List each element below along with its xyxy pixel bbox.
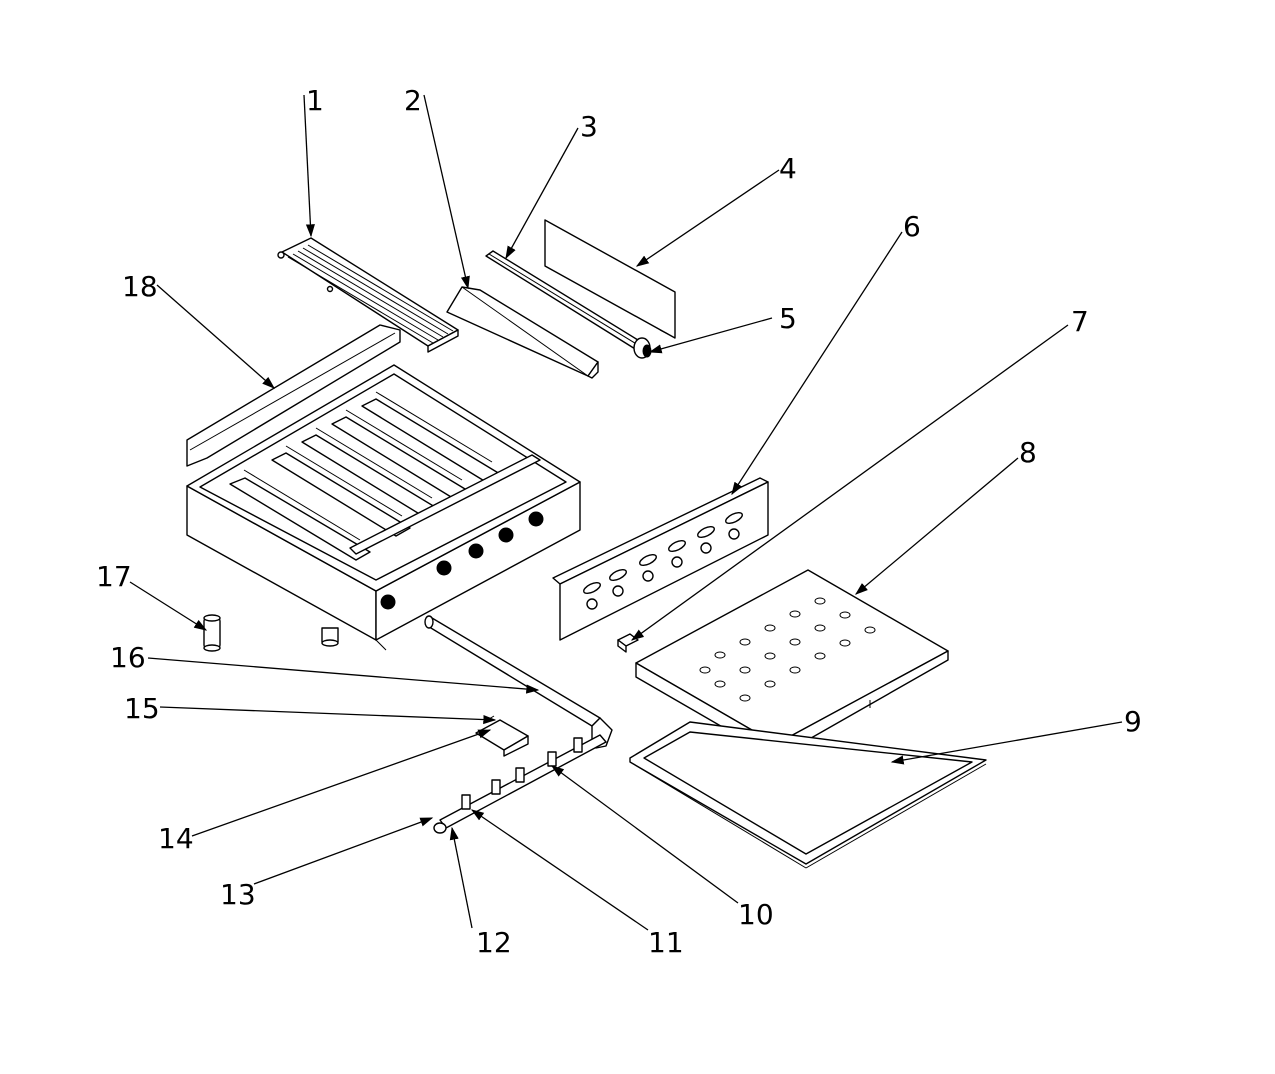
leader-8 — [855, 457, 1019, 595]
charbroiler-body — [186, 364, 581, 651]
callout-6: 6 — [903, 210, 921, 243]
callout-16: 16 — [110, 641, 146, 674]
leader-9 — [890, 721, 1123, 765]
part-16-gas-pipe — [424, 615, 613, 749]
part-6-control-panel — [552, 477, 769, 641]
leader-6 — [731, 231, 903, 496]
callout-10: 10 — [738, 898, 774, 931]
callout-11: 11 — [648, 926, 684, 959]
callout-9: 9 — [1124, 705, 1142, 738]
leader-15 — [159, 706, 497, 725]
part-18-side-panel — [186, 324, 401, 467]
leader-4 — [635, 169, 780, 267]
leader-11 — [470, 809, 649, 931]
leader-5 — [648, 317, 773, 354]
leader-16 — [147, 657, 540, 694]
part-14-bracket — [475, 715, 529, 757]
callout-7: 7 — [1071, 305, 1089, 338]
leader-13 — [253, 817, 434, 885]
callout-15: 15 — [124, 692, 160, 725]
leader-3 — [505, 127, 579, 260]
callout-2: 2 — [404, 84, 422, 117]
callout-12: 12 — [476, 926, 512, 959]
leader-17 — [129, 581, 208, 631]
part-2-radiant — [446, 286, 599, 379]
callout-4: 4 — [779, 152, 797, 185]
leader-14 — [191, 729, 492, 837]
manifold-assembly — [433, 734, 607, 834]
part-7-bracket — [617, 633, 639, 653]
part-1-top-grate — [277, 237, 459, 353]
callout-5: 5 — [779, 302, 797, 335]
callout-14: 14 — [158, 822, 194, 855]
callout-labels: 1 2 3 4 5 6 7 8 9 10 11 12 13 14 15 16 1… — [96, 84, 1142, 959]
part-17-regulator — [203, 614, 221, 652]
callout-1: 1 — [306, 84, 324, 117]
leader-18 — [156, 284, 275, 389]
leader-10 — [550, 765, 739, 904]
leader-7 — [630, 324, 1069, 641]
callout-18: 18 — [122, 270, 158, 303]
callout-13: 13 — [220, 878, 256, 911]
callout-17: 17 — [96, 560, 132, 593]
part-3-burner — [485, 250, 652, 359]
leader-lines — [129, 94, 1123, 931]
leader-2 — [423, 94, 470, 290]
part-4-back-panel — [544, 219, 676, 339]
callout-8: 8 — [1019, 436, 1037, 469]
leader-1 — [303, 94, 315, 238]
leader-12 — [449, 826, 473, 929]
callout-3: 3 — [580, 110, 598, 143]
